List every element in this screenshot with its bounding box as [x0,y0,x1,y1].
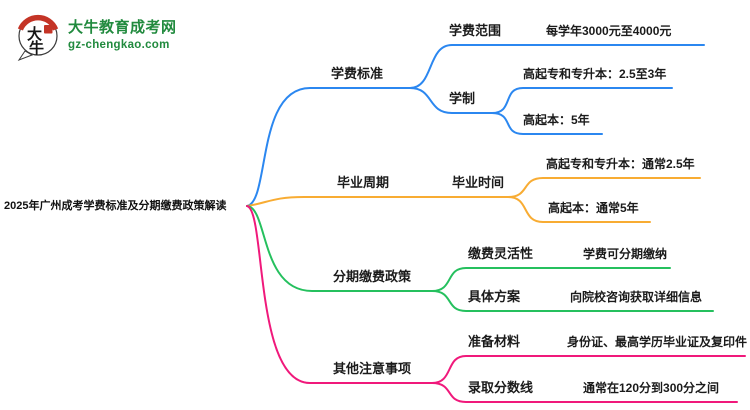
branch-curve [431,355,746,384]
node-specific-plan-label: 具体方案 [468,289,521,304]
branch-lines-graduation [246,177,701,223]
leaf-graduation-bachelor-value: 高起本：通常5年 [548,201,639,215]
node-payment-flexibility-label: 缴费灵活性 [468,246,534,261]
branch-curve [431,267,671,292]
leaf-study-length-bachelor-value: 高起本：5年 [523,113,590,127]
leaf-materials-value: 身份证、最高学历毕业证及复印件 [567,335,748,349]
logo-char-bottom: 牛 [29,39,44,57]
site-logo: 大 牛 大牛教育成考网 gz-chengkao.com [14,10,177,62]
leaf-tuition-range-value: 每学年3000元至4000元 [546,24,672,38]
branch-curve [507,177,701,198]
branch-lines-tuition [246,44,705,207]
branch-tuition-standard-label: 学费标准 [331,66,384,81]
leaf-admission-score-value: 通常在120分到300分之间 [583,381,720,395]
branch-curve [431,382,738,403]
leaf-study-length-college-value: 高起专和专升本：2.5至3年 [523,67,667,81]
branch-curve [246,196,509,207]
logo-red-hat-arc [17,14,59,31]
branch-installment-policy-label: 分期缴费政策 [333,269,412,284]
bull-mascot-icon: 大 牛 [17,14,59,62]
branch-curve [246,205,433,292]
logo-site-title: 大牛教育成考网 [68,19,177,36]
branch-curve [491,112,603,135]
node-tuition-range-label: 学费范围 [449,23,502,38]
logo-site-domain: gz-chengkao.com [68,38,170,51]
branch-graduation-cycle-label: 毕业周期 [337,175,390,190]
node-graduation-time-label: 毕业时间 [452,175,505,190]
branch-other-notes-label: 其他注意事项 [333,361,412,376]
branch-curve [409,44,705,89]
logo-char-top: 大 [27,25,42,43]
branch-lines-other-notes [246,205,746,403]
logo-bubble-tail [17,50,34,62]
branch-lines-installment [246,205,714,312]
node-admission-score-label: 录取分数线 [468,380,534,395]
logo-seal-stamp [44,25,53,34]
branch-curve [507,196,651,223]
leaf-specific-plan-value: 向院校咨询获取详细信息 [570,290,703,304]
leaf-graduation-college-value: 高起专和专升本：通常2.5年 [546,157,695,171]
root-node-label: 2025年广州成考学费标准及分期缴费政策解读 [4,200,227,212]
node-materials-label: 准备材料 [468,334,521,349]
branch-curve [246,87,411,207]
leaf-payment-flexibility-value: 学费可分期缴纳 [583,247,668,261]
branch-curve [409,87,493,114]
branch-curve [491,87,673,114]
node-study-length-label: 学制 [449,91,476,106]
branch-curve [431,290,714,312]
branch-curve [246,205,433,384]
